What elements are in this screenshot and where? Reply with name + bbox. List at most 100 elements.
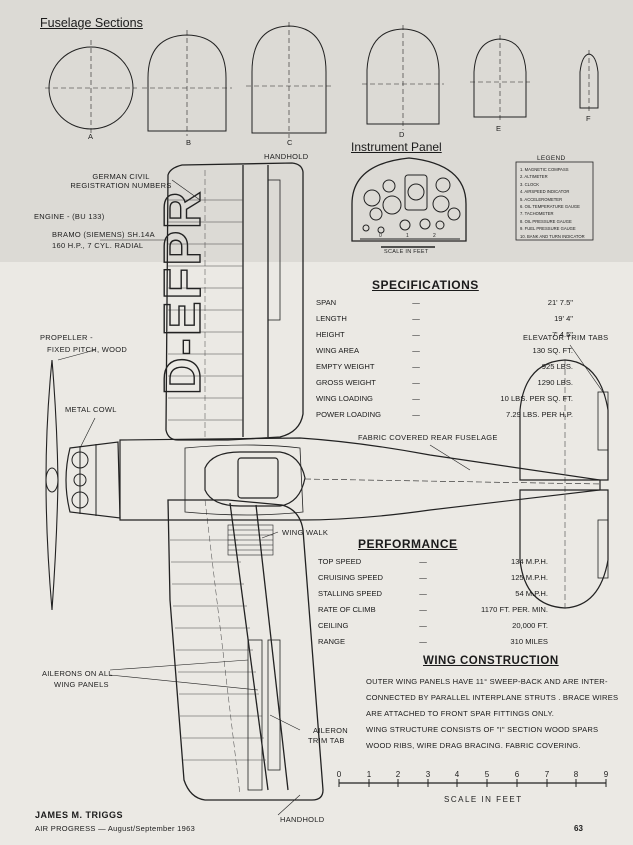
section-e-label: E [496, 124, 502, 133]
legend-item: 3. CLOCK [520, 181, 540, 187]
scale-tick-label: 4 [454, 770, 460, 779]
cell-name: WING LOADING [316, 393, 373, 403]
page-number: 63 [574, 824, 583, 833]
handhold-bottom-callout: HANDHOLD [280, 815, 325, 824]
engine-callout-3: 160 H.P., 7 CYL. RADIAL [52, 241, 144, 250]
cell-name: WING AREA [316, 346, 360, 356]
table-row: RANGE—310 MILES [318, 633, 548, 649]
wing-construction-text: OUTER WING PANELS HAVE 11° SWEEP-BACK AN… [366, 674, 621, 754]
wing-construction-line: ARE ATTACHED TO FRONT SPAR FITTINGS ONLY… [366, 709, 555, 718]
cell-value: 54 M.P.H. [515, 589, 548, 599]
instrument-panel [351, 157, 594, 242]
registration-lettering: D-EFPR [153, 189, 212, 396]
cell-name: EMPTY WEIGHT [316, 362, 375, 371]
cell-dash: — [419, 621, 427, 630]
top-band [0, 0, 633, 262]
table-row: RATE OF CLIMB—1170 FT. PER. MIN. [318, 602, 548, 618]
legend-title: LEGEND [537, 155, 566, 162]
table-row: TOP SPEED — 134 M.P.H. [318, 554, 548, 570]
panel-scale-1: 1 [406, 233, 410, 239]
legend-item: 2. ALTIMETER [520, 174, 548, 180]
wing-construction-line: OUTER WING PANELS HAVE 11° SWEEP-BACK AN… [366, 677, 608, 686]
cell-value: 20,000 FT. [512, 621, 548, 630]
specifications-table: SPAN—21' 7.5"LENGTH—19' 4"HEIGHT—7' 4.5"… [316, 295, 573, 422]
cell-value: 130 SQ. FT. [532, 346, 573, 356]
table-row: POWER LOADING — 7.29 LBS. PER H.P. [316, 406, 573, 422]
cell-dash: — [412, 377, 420, 387]
scale-tick-label: 7 [544, 770, 550, 779]
handhold-top-label: HANDHOLD [264, 152, 309, 161]
cell-name: HEIGHT [316, 330, 345, 340]
author: JAMES M. TRIGGS [35, 810, 124, 820]
cell-name: RANGE [318, 636, 346, 646]
table-row: HEIGHT—7' 4.5" [316, 327, 573, 343]
cell-name: LENGTH [316, 314, 347, 324]
performance-title: PERFORMANCE [358, 537, 458, 551]
propeller-callout-2: FIXED PITCH, WOOD [47, 345, 128, 354]
table-row: WING AREA — 130 SQ. FT. [316, 343, 573, 359]
legend-item: 6. OIL TEMPERATURE GAUGE [520, 204, 580, 210]
cell-value: 10 LBS. PER SQ. FT. [500, 393, 573, 403]
scale-tick-label: 1 [366, 770, 372, 779]
wing-construction-line: WING STRUCTURE CONSISTS OF "I" SECTION W… [366, 725, 599, 734]
panel-scale-0: 0 [379, 233, 383, 239]
cell-value: 19' 4" [554, 314, 573, 324]
legend-item: 5. ACCELEROMETER [520, 196, 563, 202]
cell-value: 134 M.P.H. [510, 557, 548, 567]
table-row: CRUISING SPEED — 125 M.P.H. [318, 570, 548, 586]
cell-dash: — [419, 557, 427, 567]
section-b-label: B [186, 138, 192, 147]
cell-dash: — [419, 573, 427, 583]
legend-item: 9. FUEL PRESSURE GAUGE [520, 226, 576, 232]
scale-tick-label: 8 [573, 770, 579, 779]
cell-name: GROSS WEIGHT [316, 377, 376, 387]
cell-value: 7' 4.5" [551, 330, 573, 340]
cell-value: 125 M.P.H. [510, 573, 548, 583]
section-c-label: C [287, 138, 293, 147]
cell-dash: — [412, 346, 420, 356]
fuselage-sections-title: Fuselage Sections [40, 16, 143, 30]
instrument-panel-title: Instrument Panel [351, 140, 442, 154]
svg-text:D-EFPR: D-EFPR [154, 189, 212, 395]
cell-value: 925 LBS. [541, 362, 573, 371]
cell-name: POWER LOADING [316, 409, 381, 419]
tail-plane [519, 359, 609, 609]
publication: AIR PROGRESS — August/September 1963 [35, 824, 196, 833]
elevator-trim-callout: ELEVATOR TRIM TABS [523, 333, 609, 342]
engine-cowl [65, 441, 121, 519]
scale-tick-label: 5 [484, 770, 490, 779]
table-row: GROSS WEIGHT—1290 LBS. [316, 374, 573, 390]
registration-callout: GERMAN CIVIL REGISTRATION NUMBERS [70, 172, 172, 190]
engine-callout-2: BRAMO (SIEMENS) SH.14A [52, 230, 155, 239]
table-row: WING LOADING — 10 LBS. PER SQ. FT. [316, 390, 573, 406]
engine-callout-1: ENGINE - (BU 133) [34, 212, 105, 221]
wing-construction-line: WOOD RIBS, WIRE DRAG BRACING. FABRIC COV… [366, 741, 581, 750]
cell-name: TOP SPEED [318, 557, 362, 567]
legend-item: 1. MAGNETIC COMPASS [520, 167, 569, 172]
cell-dash: — [412, 409, 420, 419]
cell-dash: — [412, 393, 420, 403]
section-a-label: A [88, 132, 94, 141]
scale-tick-label: 0 [336, 770, 342, 779]
legend-item: 7. TACHOMETER [520, 211, 554, 217]
fuselage [119, 437, 601, 521]
cell-name: RATE OF CLIMB [318, 605, 376, 615]
scale-label: SCALE IN FEET [444, 795, 523, 804]
scale-bar [338, 779, 607, 787]
legend-item: 10. BANK AND TURN INDICATOR [520, 233, 585, 239]
aileron-trim-callout-2: TRIM TAB [308, 736, 345, 745]
ailerons-callout-2: WING PANELS [54, 680, 109, 689]
cell-name: STALLING SPEED [318, 589, 383, 599]
specifications-title: SPECIFICATIONS [372, 278, 479, 292]
cell-name: CEILING [318, 621, 349, 630]
wing-construction-title: WING CONSTRUCTION [423, 655, 559, 667]
cell-value: 1170 FT. PER. MIN. [481, 605, 548, 615]
rear-fuselage-callout: FABRIC COVERED REAR FUSELAGE [358, 433, 498, 442]
cell-dash: — [419, 636, 427, 646]
cell-dash: — [412, 298, 420, 308]
cell-name: CRUISING SPEED [318, 573, 383, 583]
cell-value: 7.29 LBS. PER H.P. [506, 409, 573, 419]
section-d-label: D [399, 130, 405, 139]
